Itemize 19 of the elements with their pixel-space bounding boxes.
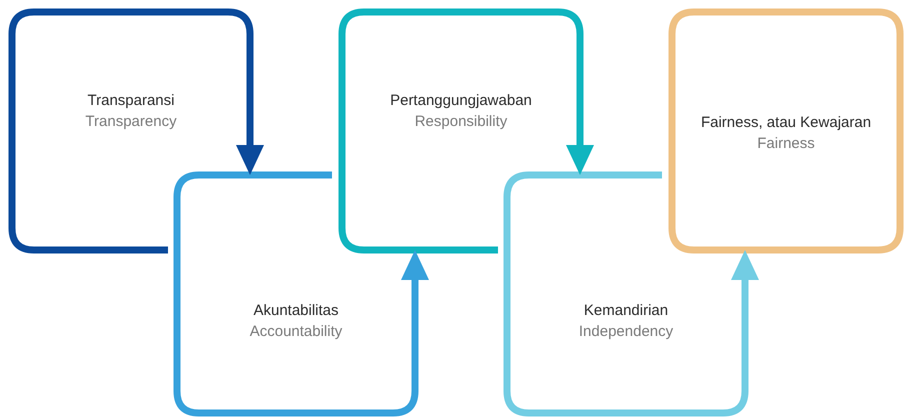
node-subtitle: Independency (578, 322, 674, 342)
process-box (173, 171, 419, 417)
arrow (566, 34, 594, 175)
node-title: Akuntabilitas (252, 301, 340, 321)
node-title: Fairness, atau Kewajaran (700, 113, 872, 133)
process-box (8, 8, 254, 254)
process-box (668, 8, 904, 254)
arrow (731, 250, 759, 391)
node-subtitle: Responsibility (414, 112, 508, 132)
node-subtitle: Fairness (756, 134, 816, 154)
node-subtitle: Transparency (84, 112, 178, 132)
node-title: Transparansi (86, 91, 176, 111)
node-title: Kemandirian (582, 301, 670, 321)
process-box (503, 171, 749, 417)
node-subtitle: Accountability (248, 322, 344, 342)
arrow (401, 250, 429, 391)
process-box (338, 8, 584, 254)
node-title: Pertanggungjawaban (389, 91, 533, 111)
arrow (236, 34, 264, 175)
